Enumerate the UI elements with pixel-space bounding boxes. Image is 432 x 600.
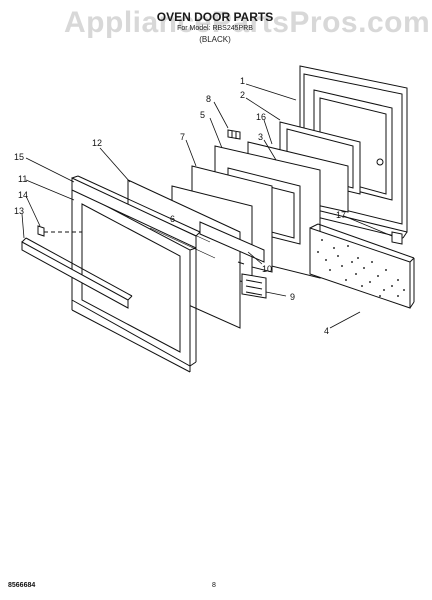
leader-lines — [21, 83, 393, 329]
part-8-clip — [227, 129, 241, 140]
callout-3: 3 — [258, 132, 263, 142]
callout-labels: 1 2 3 4 5 6 7 8 9 10 11 12 13 14 15 16 1… — [14, 76, 346, 336]
callout-8: 8 — [206, 94, 211, 104]
callout-15: 15 — [14, 152, 24, 162]
part-11-door-frame — [71, 187, 197, 373]
callout-2: 2 — [240, 90, 245, 100]
callout-1: 1 — [240, 76, 245, 86]
callout-13: 13 — [14, 206, 24, 216]
page-number: 8 — [212, 582, 216, 589]
page-title: OVEN DOOR PARTS — [156, 10, 274, 24]
color-line: (BLACK) — [199, 35, 231, 44]
callout-7: 7 — [180, 132, 185, 142]
part-17-end-cap — [391, 231, 403, 245]
document-number: 8566684 — [8, 582, 36, 589]
callout-11: 11 — [18, 174, 27, 184]
callout-4: 4 — [324, 326, 329, 336]
callout-12: 12 — [92, 138, 102, 148]
callout-5: 5 — [200, 110, 205, 120]
callout-6: 6 — [170, 214, 175, 224]
callout-14: 14 — [18, 190, 28, 200]
callout-16: 16 — [256, 112, 266, 122]
part-9-bracket — [237, 261, 267, 299]
callout-9: 9 — [290, 292, 295, 302]
watermark-text: AppliancePartsPros.com — [64, 6, 431, 39]
model-line: For Model: RBS245PRB — [177, 25, 253, 32]
part-4-insulation — [309, 223, 415, 309]
callout-10: 10 — [262, 264, 272, 274]
callout-17: 17 — [336, 210, 346, 220]
part-15-top-trim — [71, 175, 201, 249]
part-13-door-handle — [21, 225, 133, 309]
